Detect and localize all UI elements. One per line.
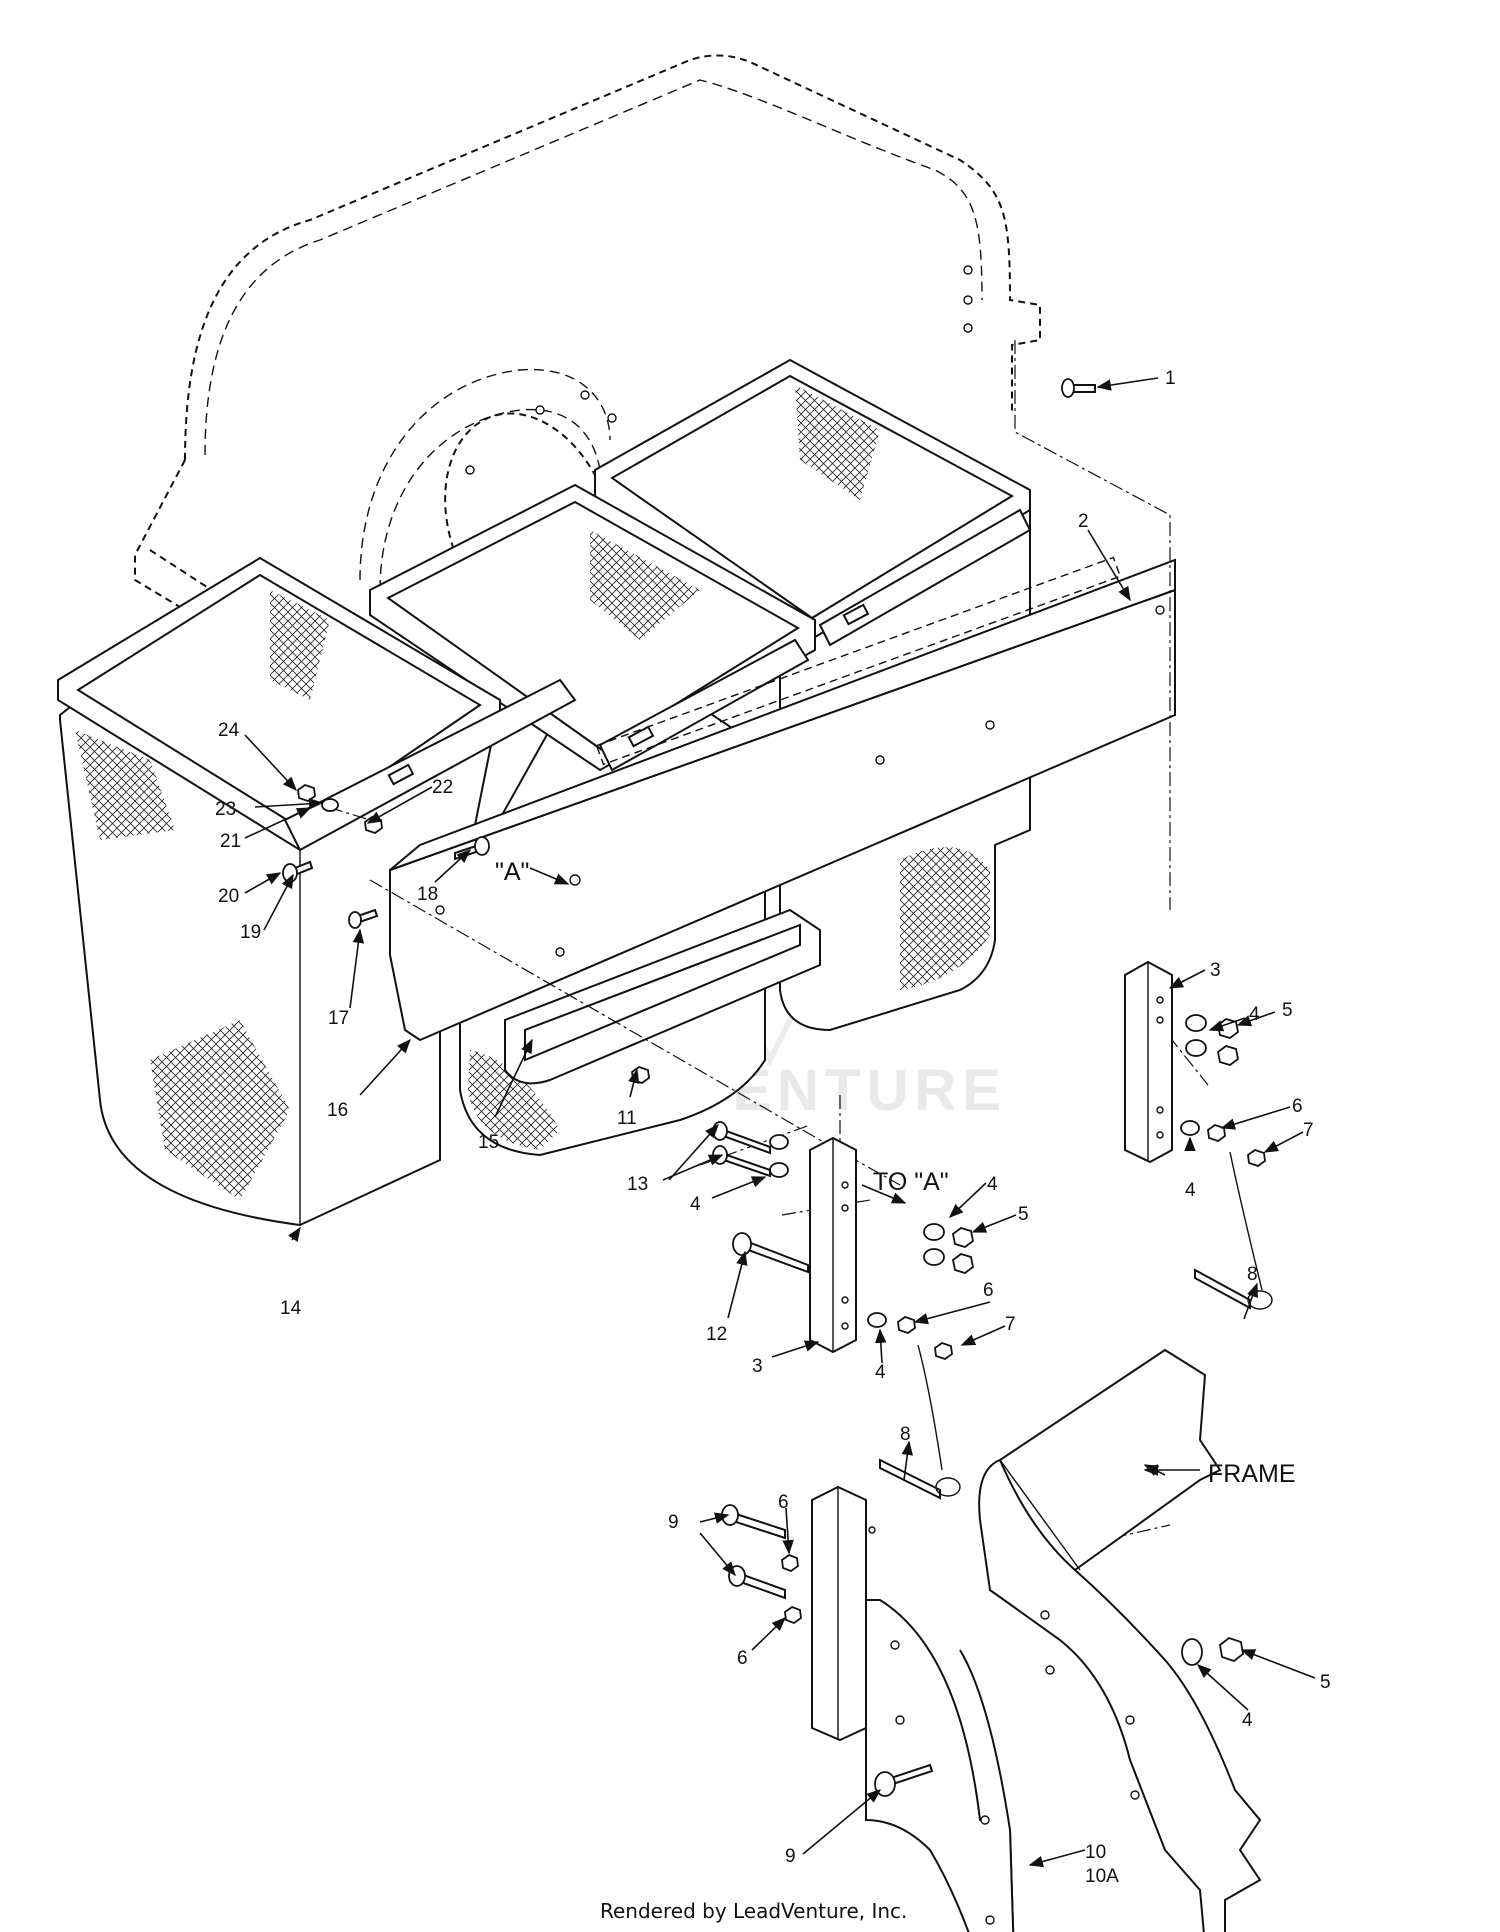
callout-6-d: 6 xyxy=(737,1648,748,1669)
callout-6-b: 6 xyxy=(983,1280,994,1301)
callout-19: 19 xyxy=(240,922,261,943)
callout-15: 15 xyxy=(478,1132,499,1153)
callout-4-f: 4 xyxy=(1242,1710,1253,1731)
callout-1: 1 xyxy=(1165,368,1176,389)
callout-4-c: 4 xyxy=(690,1194,701,1215)
callout-13: 13 xyxy=(627,1174,648,1195)
callout-6-c: 6 xyxy=(778,1492,789,1513)
callout-5-b: 5 xyxy=(1018,1204,1029,1225)
callout-4-e: 4 xyxy=(875,1362,886,1383)
bag-brackets xyxy=(283,508,1032,852)
callout-23: 23 xyxy=(215,799,236,820)
callout-3-right: 3 xyxy=(1210,960,1221,981)
callout-24: 24 xyxy=(218,720,240,741)
callout-10: 10 xyxy=(1085,1842,1106,1863)
callout-4-a: 4 xyxy=(1249,1004,1260,1025)
callout-11: 11 xyxy=(617,1108,637,1129)
callout-9-a: 9 xyxy=(668,1512,679,1533)
ref-label-a: "A" xyxy=(495,858,529,886)
callout-20: 20 xyxy=(218,886,239,907)
callout-7-b: 7 xyxy=(1005,1314,1016,1335)
upright-tube-center xyxy=(712,1121,974,1500)
frame-label: FRAME xyxy=(1208,1460,1296,1488)
callout-5-a: 5 xyxy=(1282,1000,1293,1021)
callout-18: 18 xyxy=(417,884,438,905)
tractor-frame xyxy=(978,1348,1262,1932)
callout-21: 21 xyxy=(220,831,241,852)
callout-10A: 10A xyxy=(1085,1866,1119,1887)
callout-5-c: 5 xyxy=(1320,1672,1331,1693)
callout-4-d: 4 xyxy=(987,1174,998,1195)
callout-3-center: 3 xyxy=(752,1356,763,1377)
callout-22: 22 xyxy=(432,777,453,798)
callout-12: 12 xyxy=(706,1324,727,1345)
callout-9-b: 9 xyxy=(785,1846,796,1867)
callout-6-a: 6 xyxy=(1292,1096,1303,1117)
callout-8-a: 8 xyxy=(1247,1264,1258,1285)
callout-17: 17 xyxy=(328,1008,349,1029)
support-bracket xyxy=(389,556,1176,1085)
callout-8-b: 8 xyxy=(900,1424,911,1445)
ref-label-to-a: TO "A" xyxy=(873,1168,949,1196)
callout-2: 2 xyxy=(1078,511,1089,532)
mount-bracket xyxy=(721,1485,1015,1932)
leader-lines xyxy=(244,377,1316,1868)
callout-14: 14 xyxy=(280,1298,302,1319)
callout-labels: 1 2 3 3 4 4 4 4 4 4 5 5 5 6 6 6 6 7 7 8 … xyxy=(215,368,1331,1887)
footer-credit: Rendered by LeadVenture, Inc. xyxy=(600,1899,907,1923)
callout-7-a: 7 xyxy=(1303,1120,1314,1141)
callout-16: 16 xyxy=(327,1100,348,1121)
callout-4-b: 4 xyxy=(1185,1180,1196,1201)
